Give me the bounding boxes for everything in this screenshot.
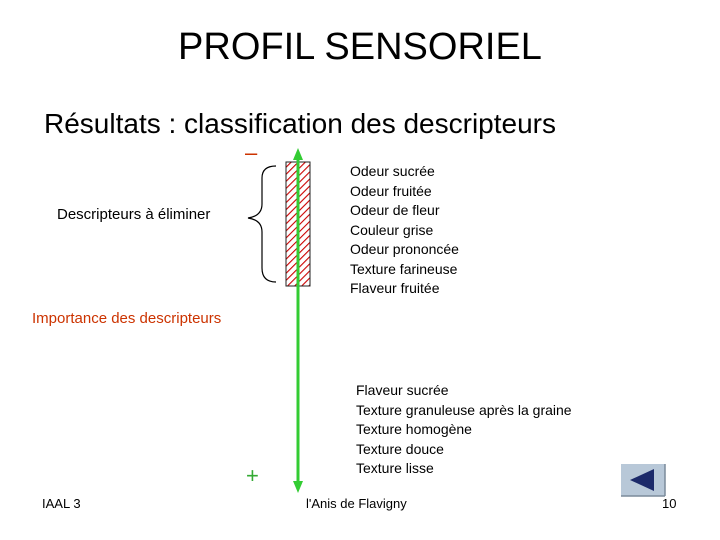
- slide-title: PROFIL SENSORIEL: [178, 26, 542, 68]
- page-number: 10: [662, 496, 677, 511]
- list-item: Odeur prononcée: [350, 241, 459, 257]
- footer-subject: l'Anis de Flavigny: [306, 496, 407, 511]
- list-item: Flaveur sucrée: [356, 382, 449, 398]
- importance-axis-label: Importance des descripteurs: [32, 310, 222, 327]
- list-item: Odeur sucrée: [350, 163, 435, 179]
- back-button[interactable]: [620, 463, 666, 497]
- footer-course: IAAL 3: [42, 496, 81, 511]
- list-item: Texture douce: [356, 440, 444, 457]
- list-item: Odeur de fleur: [350, 202, 440, 218]
- minus-sign: –: [245, 140, 258, 165]
- list-item: Flaveur fruitée: [350, 280, 440, 296]
- important-descriptor-list: Flaveur sucrée Texture granuleuse après …: [356, 381, 572, 479]
- list-item: Texture farineuse: [350, 260, 458, 277]
- axis-arrow-top-icon: [293, 148, 303, 160]
- list-item: Texture granuleuse après la graine: [356, 401, 572, 418]
- list-item: Texture lisse: [356, 460, 434, 476]
- eliminate-label: Descripteurs à éliminer: [57, 206, 211, 223]
- curly-brace-icon: [247, 165, 277, 283]
- eliminated-descriptor-list: Odeur sucrée Odeur fruitée Odeur de fleu…: [350, 162, 459, 299]
- triangle-left-icon: [620, 463, 666, 497]
- plus-sign: +: [246, 463, 259, 488]
- list-item: Odeur fruitée: [350, 182, 432, 199]
- slide-subtitle: Résultats : classification des descripte…: [44, 108, 556, 139]
- list-item: Couleur grise: [350, 221, 434, 238]
- list-item: Texture homogène: [356, 421, 472, 437]
- axis-arrow-bottom-icon: [293, 481, 303, 493]
